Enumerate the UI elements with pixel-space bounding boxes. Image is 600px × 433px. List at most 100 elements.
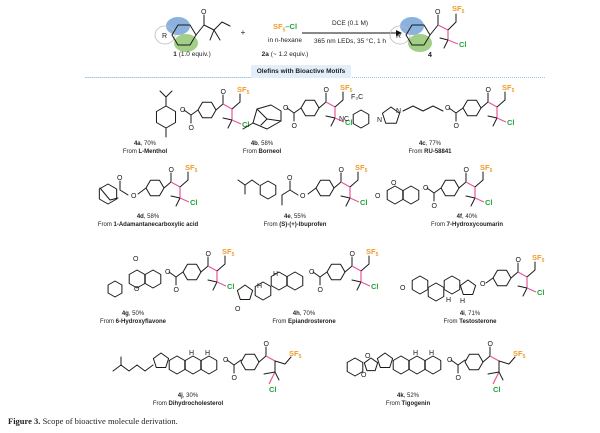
sf5-label: SF5: [185, 163, 198, 174]
para-phenylene-ring: [462, 99, 482, 117]
isopropyl: [159, 90, 167, 107]
cl-label: Cl: [507, 118, 515, 127]
o-bond: [137, 187, 147, 195]
ester-o: O: [456, 375, 462, 382]
coumarin-ring-a: [402, 185, 420, 205]
svg-text:Cl: Cl: [459, 40, 467, 49]
plus-sign: +: [240, 28, 246, 37]
ester-carbonyl: [289, 180, 299, 196]
coumarin-ring-b: [386, 185, 404, 205]
para-phenylene-ring: [300, 99, 320, 117]
carbonyl-bond: [482, 346, 491, 363]
methyl: [222, 117, 233, 121]
phenyl-ring: [107, 280, 123, 298]
new-bond: [231, 119, 242, 125]
steroid-ring-d: [152, 352, 170, 368]
cf3-label: F₃C: [351, 94, 363, 101]
new-bond: [179, 197, 190, 203]
cl-label: Cl: [242, 120, 250, 129]
arrow-conditions-top: DCE (0.1 M): [331, 20, 369, 27]
ester-o: O: [309, 269, 315, 276]
compound-caption-4h: 4h, 70%From Epiandrosterone: [272, 311, 336, 325]
new-bond: [526, 287, 537, 293]
isopropyl: [165, 90, 173, 98]
nitrile-label: NC: [339, 116, 349, 123]
ester-o: O: [423, 185, 429, 192]
ring-o: O: [365, 353, 371, 360]
carbonyl-o: O: [221, 89, 227, 96]
new-bond: [474, 197, 485, 203]
ch2-bond: [474, 171, 484, 188]
h-label: H: [446, 297, 451, 304]
sf5-label: SF5: [340, 83, 353, 94]
bornyl-bridge: [256, 108, 282, 122]
h-label: H: [205, 350, 210, 357]
new-bond: [492, 371, 500, 385]
carbonyl-bond: [510, 262, 519, 279]
methyl: [170, 195, 181, 199]
para-phenylene-ring: [240, 353, 260, 371]
new-bond: [487, 101, 498, 108]
methyl: [517, 285, 528, 289]
methyl: [498, 371, 504, 381]
methyl: [340, 195, 351, 199]
methyl: [263, 371, 276, 375]
ester-bond: [312, 271, 321, 278]
cl-label: Cl: [227, 282, 235, 291]
sf5-label: SF5: [480, 163, 493, 174]
ester-bond: [426, 187, 435, 194]
sf5-label: SF5: [532, 253, 545, 264]
ester-o: O: [300, 193, 306, 200]
product-4-structure: O SF5 Cl R 4: [389, 4, 467, 59]
carbonyl-bond: [318, 92, 327, 109]
para-phenylene-ring: [492, 269, 512, 287]
ring-o: O: [361, 372, 367, 379]
new-bond: [349, 197, 360, 203]
steroid-ring-c: [254, 281, 272, 301]
methyl: [260, 118, 268, 126]
ester-o: O: [432, 203, 438, 210]
sf5-label: SF5: [366, 247, 379, 258]
carbonyl-bond: [200, 256, 209, 273]
h-label: H: [413, 350, 418, 357]
sf5-label: SF5: [222, 247, 235, 258]
ch2-bond: [231, 93, 241, 110]
compound-caption-4i: 4i, 71%From Testosterone: [443, 311, 497, 325]
adamantane-cage: [98, 183, 118, 205]
ester-o: O: [454, 123, 460, 130]
butyl-chain: [402, 105, 444, 112]
cl-label: Cl: [360, 198, 368, 207]
steroid-ring-c: [168, 355, 186, 375]
ester-o: O: [180, 107, 186, 114]
ester-carbonyl: [455, 107, 464, 122]
cl-label: Cl: [493, 385, 501, 394]
compound-caption-4j: 4j, 30%From Dihydrocholesterol: [152, 393, 224, 407]
new-bond: [334, 117, 345, 123]
cl-label: Cl: [190, 198, 198, 207]
ester-o: O: [117, 175, 123, 182]
ketone-o: O: [400, 285, 406, 292]
new-bond: [207, 265, 218, 272]
ester-o: O: [174, 287, 180, 294]
hydantoin-ring: [381, 106, 401, 124]
new-bond: [268, 371, 276, 385]
sf5-label: SF5: [355, 163, 368, 174]
n-label: N: [377, 117, 382, 124]
ch2-bond: [360, 255, 370, 272]
methyl: [487, 371, 500, 375]
carbonyl-bond: [163, 172, 172, 189]
ring-o: O: [134, 286, 140, 293]
substituent-r: R: [162, 33, 167, 40]
compound-caption-4k: 4k, 52%From Tigogenin: [385, 393, 431, 407]
h-label: H: [273, 271, 278, 278]
ester-bond: [450, 359, 459, 366]
carbonyl-o: O: [464, 167, 470, 174]
ester-carbonyl: [233, 359, 242, 374]
h-label: H: [460, 298, 465, 305]
menthol-ring: [155, 105, 177, 129]
green-ring-region: [174, 34, 198, 52]
carbonyl-o: O: [486, 87, 492, 94]
steroid-ring-c: [392, 355, 410, 375]
sf5-label: SF5: [237, 85, 250, 96]
carbonyl-o: O: [324, 87, 330, 94]
